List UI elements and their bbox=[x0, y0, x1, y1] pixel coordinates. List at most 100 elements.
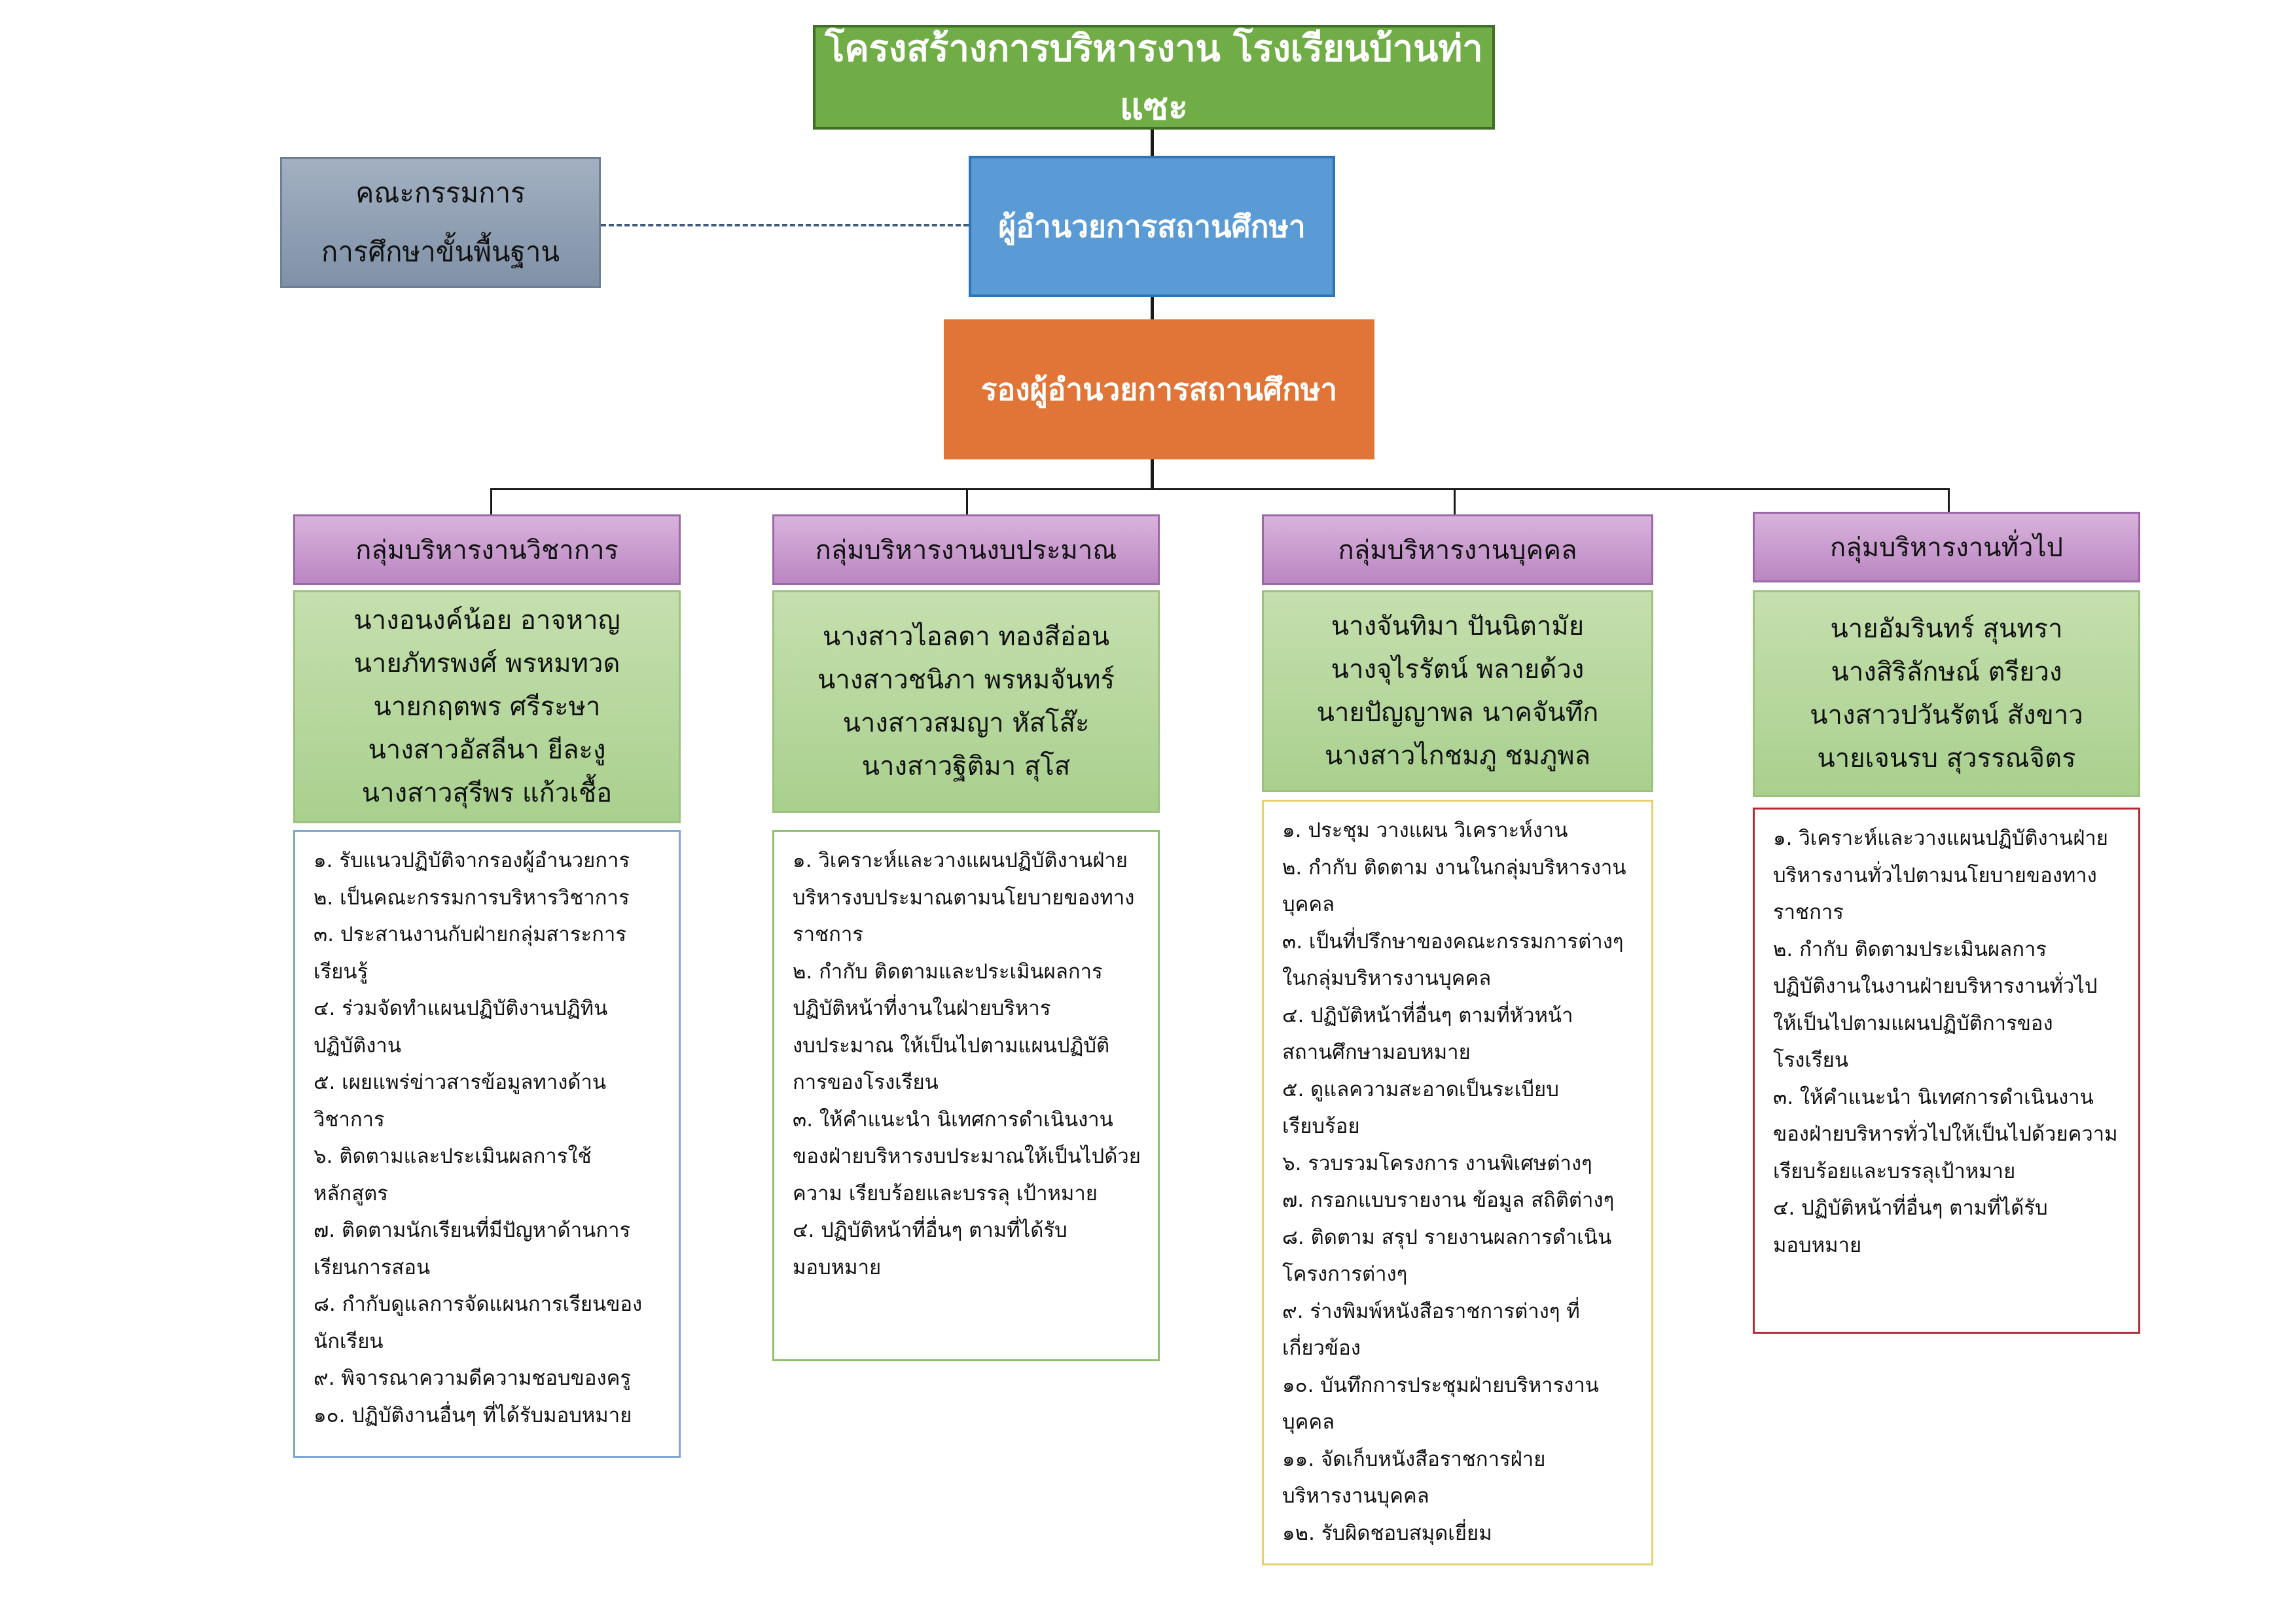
duty-line: โรงเรียน bbox=[1773, 1048, 1849, 1072]
duty-line: ปฏิบัติงาน bbox=[314, 1033, 402, 1058]
member-name: นายกฤตพร ศรีระษา bbox=[373, 692, 601, 722]
member-name: นางสิริลักษณ์ ตรียวง bbox=[1831, 657, 2062, 687]
duty-line: เกี่ยวข้อง bbox=[1282, 1336, 1361, 1360]
committee-line-2: การศึกษาขั้นพื้นฐาน bbox=[321, 236, 560, 268]
duty-line: บริหารงบประมาณตามนโยบายของทาง bbox=[793, 885, 1135, 910]
duty-line: ๗. ติดตามนักเรียนที่มีปัญหาด้านการ bbox=[314, 1219, 631, 1242]
duty-line: ปฏิบัติงานในงานฝ่ายบริหารงานทั่วไป bbox=[1773, 974, 2098, 998]
duty-line: ๖. รวบรวมโครงการ งานพิเศษต่างๆ bbox=[1282, 1151, 1592, 1175]
duty-line: ๑. วิเคราะห์และวางแผนปฏิบัติงานฝ่าย bbox=[793, 849, 1128, 872]
group-personnel-members: นางจันทิมา ปันนิตามัย นางจุไรรัตน์ พลายด… bbox=[1262, 590, 1653, 792]
duty-line: ๑. ประชุม วางแผน วิเคราะห์งาน bbox=[1282, 819, 1568, 842]
group-budget-header: กลุ่มบริหารงานงบประมาณ bbox=[772, 514, 1160, 585]
member-name: นายภัทรพงศ์ พรหมทวด bbox=[353, 649, 620, 679]
member-name: นางสาวไกชมภู ชมภูพล bbox=[1324, 741, 1591, 771]
duty-line: ปฏิบัติหน้าที่งานในฝ่ายบริหาร bbox=[793, 997, 1051, 1020]
member-name: นางสาวสมญา หัสโส๊ะ bbox=[842, 708, 1090, 738]
org-chart-title: โครงสร้างการบริหารงาน โรงเรียนบ้านท่าแซะ bbox=[813, 25, 1495, 130]
duty-line: ๒. กำกับ ติดตามและประเมินผลการ bbox=[793, 959, 1103, 984]
committee-line-1: คณะกรรมการ bbox=[355, 177, 526, 209]
duty-line: ของฝ่ายบริหารทั่วไปให้เป็นไปด้วยความ bbox=[1773, 1122, 2118, 1146]
group-general-duties: ๑. วิเคราะห์และวางแผนปฏิบัติงานฝ่าย บริห… bbox=[1753, 808, 2140, 1334]
connector-drop-group-1 bbox=[490, 488, 492, 514]
duty-line: นักเรียน bbox=[314, 1329, 384, 1353]
duty-line: สถานศึกษามอบหมาย bbox=[1282, 1041, 1471, 1064]
duty-line: ๗. กรอกแบบรายงาน ข้อมูล สถิติต่างๆ bbox=[1282, 1188, 1615, 1212]
duty-line: ๕. เผยแพร่ข่าวสารข้อมูลทางด้าน bbox=[314, 1071, 607, 1094]
duty-line: ๑๒. รับผิดชอบสมุดเยี่ยม bbox=[1282, 1521, 1492, 1545]
duty-line: ของฝ่ายบริหารงบประมาณให้เป็นไปด้วย bbox=[793, 1145, 1141, 1168]
duty-line: ๖. ติดตามและประเมินผลการใช้ bbox=[314, 1145, 592, 1168]
duty-line: ๔. ปฏิบัติหน้าที่อื่นๆ ตามที่ได้รับ bbox=[1773, 1196, 2048, 1220]
member-name: นางสาวชนิภา พรหมจันทร์ bbox=[817, 665, 1115, 695]
duty-line: การของโรงเรียน bbox=[793, 1071, 939, 1094]
duty-line: เรียนการสอน bbox=[314, 1255, 431, 1279]
duty-line: ราชการ bbox=[1773, 901, 1844, 924]
group-general-members: นายอัมรินทร์ สุนทรา นางสิริลักษณ์ ตรียวง… bbox=[1753, 590, 2140, 797]
member-name: นางสาวสุรีพร แก้วเชื้อ bbox=[361, 778, 613, 808]
member-name: นางจุไรรัตน์ พลายด้วง bbox=[1331, 654, 1585, 685]
member-name: นางสาวปวันรัตน์ สังขาว bbox=[1810, 700, 2083, 730]
duty-line: ๙. พิจารณาความดีความชอบของครู bbox=[314, 1366, 632, 1390]
duty-line: ๘. กำกับดูแลการจัดแผนการเรียนของ bbox=[314, 1293, 643, 1316]
duty-line: วิชาการ bbox=[314, 1107, 385, 1132]
duty-line: บุคคล bbox=[1282, 1410, 1335, 1434]
member-name: นางสาวฐิติมา สุโส bbox=[861, 751, 1071, 781]
duty-line: ๙. ร่างพิมพ์หนังสือราชการต่างๆ ที่ bbox=[1282, 1299, 1580, 1323]
duty-line: ให้เป็นไปตามแผนปฏิบัติการของ bbox=[1773, 1011, 2053, 1035]
connector-drop-group-3 bbox=[1454, 488, 1456, 514]
duty-line: ๔. ปฏิบัติหน้าที่อื่นๆ ตามที่หัวหน้า bbox=[1282, 1003, 1573, 1027]
duty-line: ๒. เป็นคณะกรรมการบริหารวิชาการ bbox=[314, 885, 630, 910]
member-name: นายปัญญาพล นาคจันทึก bbox=[1316, 698, 1599, 728]
duty-line: ๘. ติดตาม สรุป รายงานผลการดำเนิน bbox=[1282, 1225, 1612, 1249]
duty-line: เรียนรู้ bbox=[314, 959, 368, 984]
duty-line: เรียบร้อยและบรรลุเป้าหมาย bbox=[1773, 1159, 2016, 1183]
group-academic-members: นางอนงค์น้อย อาจหาญ นายภัทรพงศ์ พรหมทวด … bbox=[293, 590, 681, 823]
member-name: นางสาวไอลดา ทองสีอ่อน bbox=[822, 622, 1110, 652]
duty-line: ๓. ให้คำแนะนำ นิเทศการดำเนินงาน bbox=[793, 1107, 1113, 1132]
basic-education-committee-box: คณะกรรมการ การศึกษาขั้นพื้นฐาน bbox=[280, 157, 601, 288]
duty-line: ๑๐. บันทึกการประชุมฝ่ายบริหารงาน bbox=[1282, 1373, 1599, 1397]
duty-line: ๓. ให้คำแนะนำ นิเทศการดำเนินงาน bbox=[1773, 1085, 2094, 1109]
duty-line: งบประมาณ ให้เป็นไปตามแผนปฏิบัติ bbox=[793, 1033, 1110, 1058]
group-budget-duties: ๑. วิเคราะห์และวางแผนปฏิบัติงานฝ่าย บริห… bbox=[772, 830, 1160, 1361]
member-name: นายเจนรบ สุวรรณจิตร bbox=[1817, 743, 2076, 774]
connector-horizontal-bus bbox=[491, 488, 1949, 490]
member-name: นางอนงค์น้อย อาจหาญ bbox=[353, 605, 620, 635]
connector-title-director bbox=[1151, 130, 1154, 156]
connector-committee-dashed bbox=[601, 224, 969, 226]
duty-line: มอบหมาย bbox=[1773, 1233, 1862, 1257]
duty-line: บริหารงานบุคคล bbox=[1282, 1484, 1429, 1508]
duty-line: ราชการ bbox=[793, 923, 863, 946]
connector-drop-group-4 bbox=[1948, 488, 1950, 512]
deputy-director-box: รองผู้อำนวยการสถานศึกษา bbox=[944, 319, 1374, 459]
group-academic-duties: ๑. รับแนวปฏิบัติจากรองผู้อำนวยการ ๒. เป็… bbox=[293, 830, 681, 1458]
duty-line: บุคคล bbox=[1282, 893, 1335, 916]
group-general-header: กลุ่มบริหารงานทั่วไป bbox=[1753, 512, 2140, 582]
duty-line: ๑๐. ปฏิบัติงานอื่นๆ ที่ได้รับมอบหมาย bbox=[314, 1403, 632, 1427]
duty-line: ๒. กำกับ ติดตามประเมินผลการ bbox=[1773, 937, 2047, 961]
director-box: ผู้อำนวยการสถานศึกษา bbox=[969, 156, 1335, 297]
duty-line: ๑. วิเคราะห์และวางแผนปฏิบัติงานฝ่าย bbox=[1773, 827, 2108, 850]
duty-line: บริหารงานทั่วไปตามนโยบายของทาง bbox=[1773, 863, 2097, 887]
duty-line: ๓. ประสานงานกับฝ่ายกลุ่มสาระการ bbox=[314, 923, 626, 946]
duty-line: ในกลุ่มบริหารงานบุคคล bbox=[1282, 967, 1492, 990]
member-name: นายอัมรินทร์ สุนทรา bbox=[1830, 614, 2063, 644]
duty-line: ๔. ร่วมจัดทำแผนปฏิบัติงานปฏิทิน bbox=[314, 997, 608, 1020]
duty-line: เรียบร้อย bbox=[1282, 1115, 1360, 1138]
duty-line: โครงการต่างๆ bbox=[1282, 1262, 1408, 1286]
connector-director-deputy bbox=[1151, 297, 1154, 319]
group-budget-members: นางสาวไอลดา ทองสีอ่อน นางสาวชนิภา พรหมจั… bbox=[772, 590, 1160, 813]
group-personnel-header: กลุ่มบริหารงานบุคคล bbox=[1262, 514, 1653, 585]
member-name: นางจันทิมา ปันนิตามัย bbox=[1331, 611, 1585, 641]
duty-line: ความ เรียบร้อยและบรรลุ เป้าหมาย bbox=[793, 1181, 1098, 1205]
duty-line: ๓. เป็นที่ปรึกษาของคณะกรรมการต่างๆ bbox=[1282, 929, 1624, 954]
group-personnel-duties: ๑. ประชุม วางแผน วิเคราะห์งาน ๒. กำกับ ต… bbox=[1262, 800, 1653, 1565]
duty-line: ๑๑. จัดเก็บหนังสือราชการฝ่าย bbox=[1282, 1447, 1546, 1471]
duty-line: หลักสูตร bbox=[314, 1181, 388, 1205]
duty-line: ๒. กำกับ ติดตาม งานในกลุ่มบริหารงาน bbox=[1282, 855, 1626, 880]
group-academic-header: กลุ่มบริหารงานวิชาการ bbox=[293, 514, 681, 585]
duty-line: ๑. รับแนวปฏิบัติจากรองผู้อำนวยการ bbox=[314, 849, 630, 872]
connector-drop-group-2 bbox=[966, 488, 968, 514]
duty-line: ๔. ปฏิบัติหน้าที่อื่นๆ ตามที่ได้รับ bbox=[793, 1219, 1067, 1242]
